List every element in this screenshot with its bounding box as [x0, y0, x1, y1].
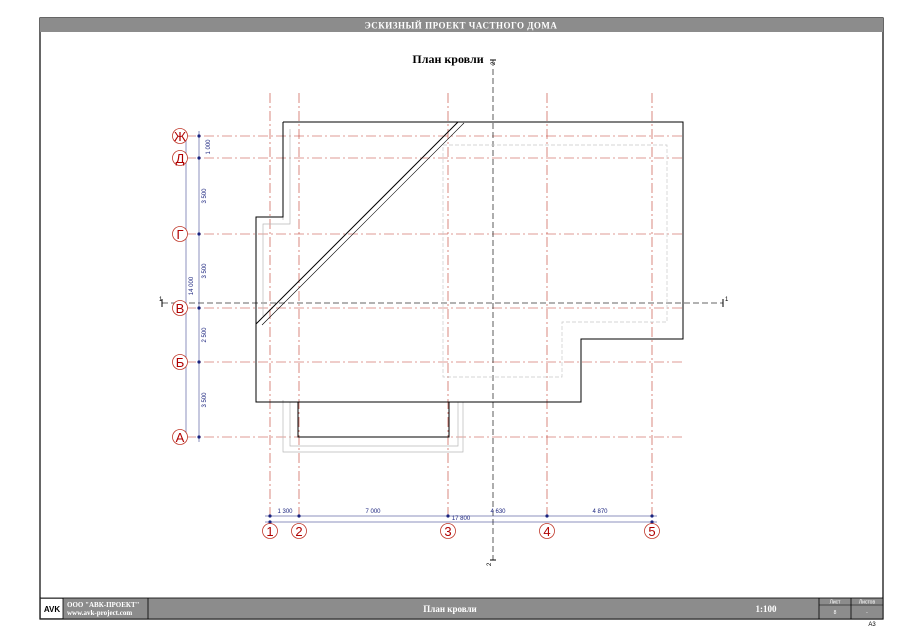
sheet-title: План кровли — [423, 604, 476, 614]
row-label-Zh: Ж — [174, 129, 186, 144]
title-block-bar — [39, 597, 884, 620]
section-ticks — [161, 59, 724, 561]
project-title: ЭСКИЗНЫЙ ПРОЕКТ ЧАСТНОГО ДОМА — [365, 21, 558, 31]
section-mark-bottom: 2 — [487, 562, 493, 566]
col-label-5: 5 — [648, 524, 655, 539]
dim-v-5: 3 500 — [202, 392, 208, 408]
dim-v-4: 2 500 — [202, 327, 208, 343]
sheet-number: 8 — [834, 610, 837, 616]
drawing-title: План кровли — [412, 52, 483, 66]
dim-v-3: 3 500 — [202, 263, 208, 279]
sheets-total: - — [866, 610, 868, 616]
col-label-2: 2 — [295, 524, 302, 539]
sheet-frame — [39, 17, 884, 620]
row-bubble-D — [172, 150, 188, 166]
col-bubble-4 — [539, 523, 555, 539]
sheets-total-label: Листов — [859, 600, 876, 606]
row-bubble-G — [172, 226, 188, 242]
dim-h-total: 17 800 — [452, 516, 471, 522]
header-bar — [40, 18, 883, 32]
column-axis-markers: 1 2 3 4 5 — [262, 523, 660, 539]
horizontal-dimension-ticks — [268, 514, 654, 524]
paper-format: А3 — [868, 622, 876, 628]
column-grid-lines — [269, 93, 653, 520]
row-label-D: Д — [176, 151, 185, 166]
dim-v-2: 3 500 — [202, 188, 208, 204]
roof-offset-lines — [262, 129, 464, 453]
col-label-1: 1 — [266, 524, 273, 539]
row-grid-lines — [186, 135, 683, 438]
dim-h-1: 1 300 — [277, 509, 293, 515]
col-bubble-3 — [440, 523, 456, 539]
row-label-G: Г — [176, 227, 183, 242]
col-label-3: 3 — [444, 524, 451, 539]
vertical-dimension-ticks — [197, 134, 201, 439]
row-axis-markers: Ж Д Г В Б А — [172, 128, 188, 445]
company-website: www.avk-project.com — [67, 609, 132, 617]
wall-outline-dashed — [442, 144, 668, 378]
logo-box — [41, 599, 63, 618]
dim-v-total: 14 000 — [189, 276, 195, 295]
dim-h-3: 4 630 — [490, 509, 506, 515]
section-mark-top: 2 — [491, 61, 497, 65]
row-bubble-B — [172, 354, 188, 370]
dim-v-1: 1 000 — [206, 139, 212, 155]
col-bubble-1 — [262, 523, 278, 539]
col-bubble-5 — [644, 523, 660, 539]
row-label-A: А — [176, 430, 185, 445]
company-logo: AVK — [44, 605, 61, 614]
title-block: AVK ООО "АВК-ПРОЕКТ" www.avk-project.com… — [39, 597, 884, 620]
row-bubble-Zh — [172, 128, 188, 144]
roof-hip-line — [255, 121, 459, 325]
roof-outline — [255, 121, 684, 438]
section-mark-right: 1 — [725, 297, 729, 303]
row-label-V: В — [176, 301, 185, 316]
row-bubble-V — [172, 300, 188, 316]
drawing-scale: 1:100 — [756, 604, 777, 614]
col-bubble-2 — [291, 523, 307, 539]
row-label-B: Б — [176, 355, 185, 370]
row-bubble-A — [172, 429, 188, 445]
dim-h-2: 7 000 — [365, 509, 381, 515]
company-name: ООО "АВК-ПРОЕКТ" — [67, 601, 140, 609]
col-label-4: 4 — [543, 524, 550, 539]
section-mark-left: 1 — [159, 297, 163, 303]
sheet-number-label: Лист — [830, 600, 842, 606]
dim-h-4: 4 870 — [592, 509, 608, 515]
roof-hip-line-2 — [261, 122, 465, 326]
